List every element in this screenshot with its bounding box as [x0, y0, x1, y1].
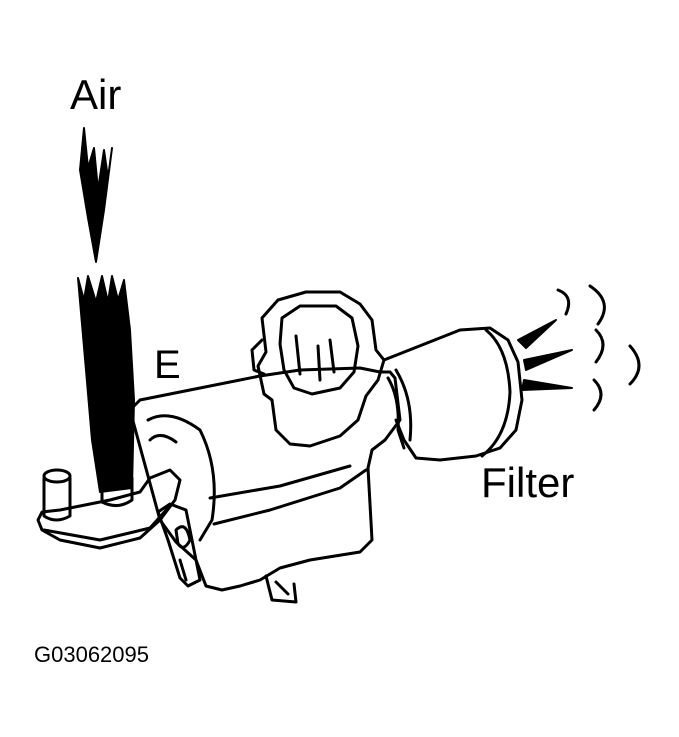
port-e-nozzle: [100, 476, 134, 507]
exhaust-jet-3: [521, 379, 573, 391]
air-label: Air: [70, 71, 122, 118]
nipple-port-top: [42, 468, 72, 484]
filter-label: Filter: [481, 459, 575, 506]
exhaust-curl-1: [556, 288, 571, 316]
connector-pin-2: [316, 344, 322, 382]
exhaust-curl-2: [588, 284, 606, 326]
connector-pin-3: [328, 338, 336, 374]
exhaust-curl-3: [594, 328, 605, 364]
filter-canister-end: [480, 328, 512, 458]
side-bracket: [156, 502, 202, 588]
exhaust-curl-4: [628, 344, 641, 386]
exhaust-curl-5: [592, 378, 603, 412]
connector-housing: [256, 290, 386, 448]
valve-body-front: [146, 414, 216, 542]
air-flow-arrow: [79, 127, 113, 263]
bracket-flange: [42, 506, 170, 542]
filter-neck: [386, 376, 406, 450]
lower-tab-slot: [274, 580, 290, 596]
filter-canister-band: [394, 368, 413, 442]
side-bracket-hole: [174, 525, 192, 549]
exhaust-jet-1: [517, 319, 557, 349]
valve-body-edge: [148, 434, 178, 444]
port-e-label: E: [154, 343, 181, 387]
exhaust-jet-2: [523, 349, 573, 371]
valve-body-seam: [208, 464, 352, 500]
connector-housing-inner: [278, 304, 360, 396]
connector-latch: [250, 338, 266, 376]
nipple-port: [42, 476, 72, 522]
side-bracket-lower: [178, 558, 188, 582]
lower-tab: [264, 574, 298, 604]
air-stream: [77, 275, 135, 493]
valve-body: [128, 366, 402, 592]
valve-body-lower: [212, 468, 368, 526]
figure-code: G03062095: [34, 642, 149, 667]
port-e-nozzle-top: [100, 472, 134, 488]
filter-canister: [382, 326, 524, 462]
connector-pin-1: [294, 334, 302, 376]
